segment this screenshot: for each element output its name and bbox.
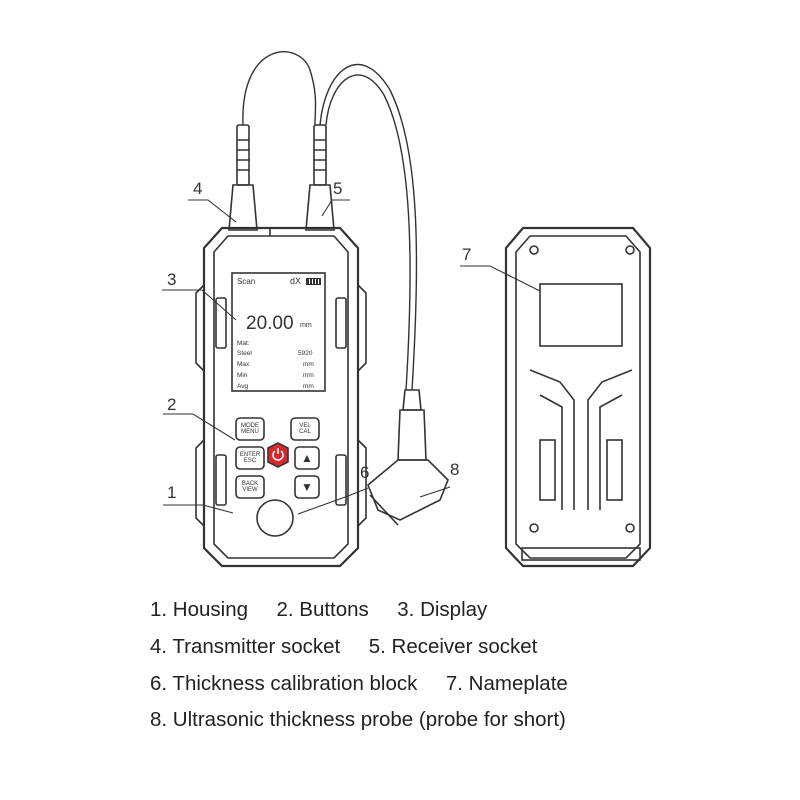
legend-line-4: 8. Ultrasonic thickness probe (probe for…	[150, 708, 566, 731]
row-value: mm	[303, 361, 314, 368]
row-value: 5920	[298, 350, 313, 357]
callout-1: 1	[167, 483, 177, 502]
row-value: mm	[303, 383, 314, 390]
display	[231, 272, 326, 392]
callout-3: 3	[167, 270, 177, 289]
probe-status-icon: dX	[290, 276, 302, 286]
row-label: Max	[237, 361, 250, 368]
callout-5: 5	[333, 179, 343, 198]
callout-8: 8	[450, 460, 460, 479]
probe-cable	[319, 63, 418, 391]
button-label: MODE	[241, 423, 259, 429]
row-label: Steel	[237, 350, 252, 357]
row-label: Avg	[237, 383, 249, 390]
callout-2: 2	[167, 395, 177, 414]
down-arrow-button[interactable]: ▼	[301, 480, 313, 494]
screen-mode: Scan	[237, 277, 256, 286]
thickness-reading: 20.00	[246, 313, 294, 334]
button-label: ENTER	[239, 452, 261, 458]
nameplate	[539, 283, 623, 347]
button-label: VEL	[299, 423, 311, 429]
row-label: Mat:	[237, 340, 250, 347]
button-label: MENU	[241, 429, 259, 435]
row-label: Min	[237, 372, 248, 379]
ultrasonic-probe	[367, 389, 449, 526]
button-label: ESC	[243, 458, 257, 464]
callout-6: 6	[360, 463, 370, 482]
legend-line-2: 4. Transmitter socket 5. Receiver socket	[150, 635, 538, 658]
transmitter-socket-connector	[228, 124, 258, 231]
legend-line-1: 1. Housing 2. Buttons 3. Display	[150, 598, 488, 621]
callout-7: 7	[462, 245, 472, 264]
battery-icon	[306, 278, 321, 285]
power-button	[267, 442, 289, 468]
button-label: CAL	[299, 429, 311, 435]
reading-unit: mm	[300, 322, 312, 329]
up-arrow-button[interactable]: ▲	[301, 451, 313, 465]
calibration-block	[256, 499, 294, 537]
back-housing	[504, 226, 652, 568]
probe-cable	[242, 51, 317, 126]
receiver-socket-connector	[305, 124, 335, 231]
callout-4: 4	[193, 179, 203, 198]
button-label: VIEW	[242, 487, 258, 493]
housing	[195, 226, 367, 568]
row-value: mm	[303, 372, 314, 379]
button-label: BACK	[241, 481, 259, 487]
legend-line-3: 6. Thickness calibration block 7. Namepl…	[150, 672, 568, 695]
